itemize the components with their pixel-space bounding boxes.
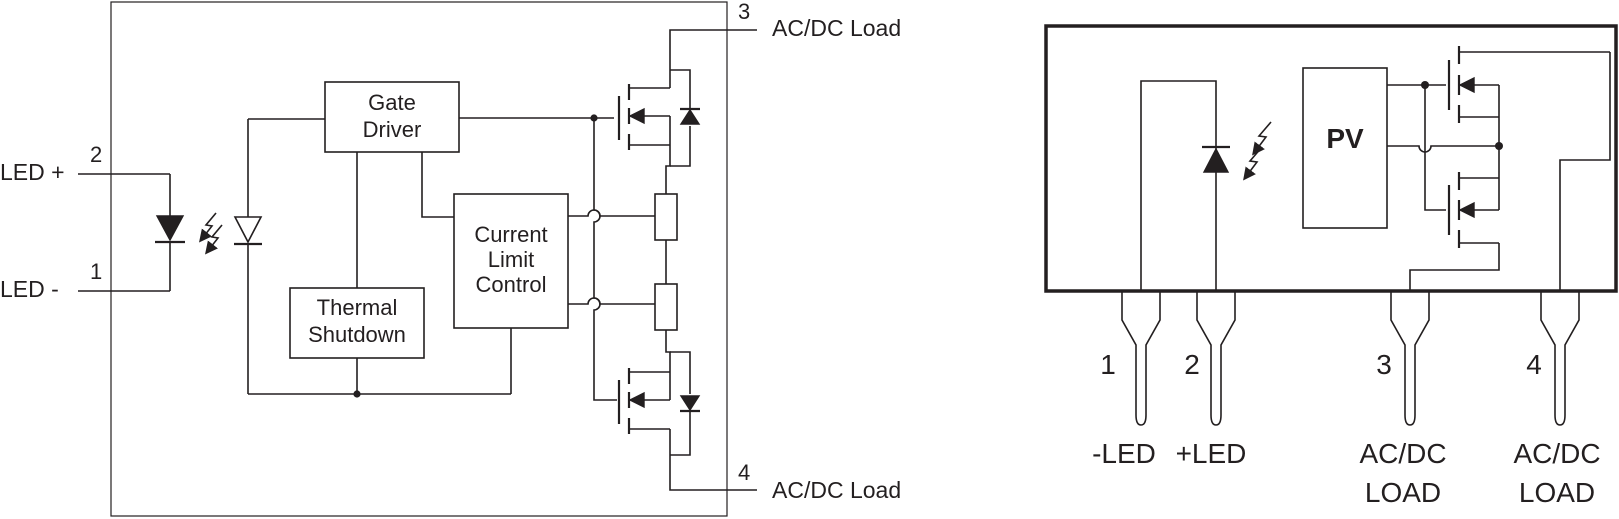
upper-mosfet-icon — [617, 29, 727, 194]
current-limit-label-line2: Limit — [488, 247, 534, 272]
pv-block — [1302, 67, 1388, 229]
pin2-number: 2 — [90, 142, 102, 167]
package-outline — [110, 1, 728, 517]
sense-line-lower — [568, 297, 655, 305]
pv-source-wire — [1387, 145, 1499, 153]
input-led-icon — [155, 215, 185, 244]
package-body — [1044, 24, 1618, 293]
photodiode-icon — [233, 216, 263, 246]
pinout-pin3-number: 3 — [1376, 349, 1392, 380]
lower-body-diode-icon — [679, 395, 701, 413]
lower-mosfet-icon — [617, 330, 757, 491]
gate-driver-label-line2: Driver — [363, 117, 422, 142]
pinout-lower-mosfet-icon — [1409, 146, 1500, 291]
pin3-number: 3 — [738, 0, 750, 24]
lower-gate-wire — [1424, 85, 1446, 211]
pin-4-lead — [1540, 291, 1580, 426]
optical-coupling-arrows-icon — [199, 212, 223, 255]
sense-resistor-lower — [654, 283, 678, 331]
pinout-pin2-number: 2 — [1184, 349, 1200, 380]
load-bottom-label: AC/DC Load — [772, 477, 901, 503]
current-limit-label-line3: Control — [476, 272, 547, 297]
gate-bus-wire — [593, 118, 617, 401]
internal-led-icon — [1202, 145, 1230, 173]
pinout-pin3-label-line1: AC/DC — [1359, 438, 1446, 469]
gate-to-current-limit-wire — [421, 152, 454, 218]
pin-2-lead — [1196, 291, 1236, 426]
led-minus-label: LED - — [0, 276, 59, 302]
upper-body-diode-icon — [679, 107, 701, 125]
pinout-upper-mosfet-icon — [1447, 46, 1610, 146]
thermal-shutdown-label-line2: Shutdown — [308, 322, 406, 347]
sense-resistor-upper — [654, 193, 678, 241]
pin4-internal-wire — [1559, 52, 1611, 291]
light-arrows-icon — [1243, 121, 1272, 181]
pin1-number: 1 — [90, 259, 102, 284]
pin-1-lead — [1121, 291, 1161, 426]
pinout-pin4-label-line2: LOAD — [1519, 477, 1595, 508]
sense-line-upper — [568, 209, 655, 217]
load-top-label: AC/DC Load — [772, 15, 901, 41]
led-loop-wire — [1140, 80, 1217, 291]
pinout-pin1-number: 1 — [1100, 349, 1116, 380]
pinout-pin2-label: +LED — [1176, 438, 1247, 469]
thermal-shutdown-label-line1: Thermal — [317, 295, 398, 320]
pinout-pin1-label: -LED — [1092, 438, 1156, 469]
pinout-pin4-number: 4 — [1526, 349, 1542, 380]
pinout-pin4-label-line1: AC/DC — [1513, 438, 1600, 469]
current-limit-label-line1: Current — [474, 222, 547, 247]
gate-driver-label-line1: Gate — [368, 90, 416, 115]
pv-label: PV — [1326, 123, 1364, 154]
pin4-number: 4 — [738, 460, 750, 485]
led-plus-label: LED + — [0, 159, 65, 185]
pinout-pin3-label-line2: LOAD — [1365, 477, 1441, 508]
package-pinout-diagram: PV — [1044, 24, 1618, 508]
gate-driver-block — [324, 81, 460, 153]
pin-3-lead — [1390, 291, 1430, 426]
functional-block-diagram: Gate Driver Thermal Shutdown Current Lim… — [0, 0, 901, 517]
